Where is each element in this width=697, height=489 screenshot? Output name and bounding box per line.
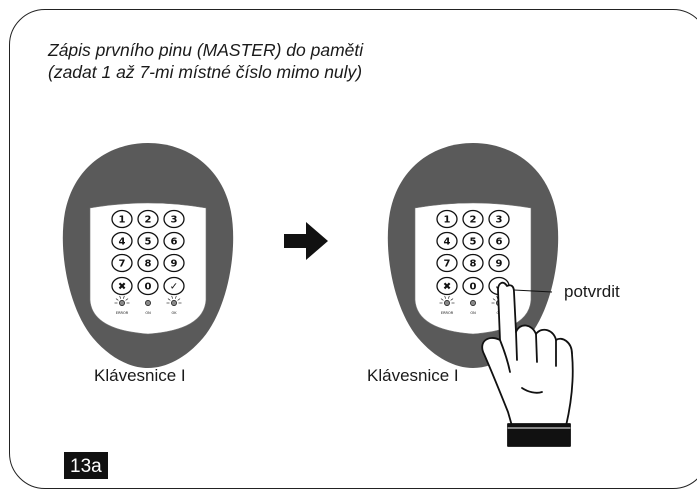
led-label: OK: [171, 311, 177, 315]
keypad-key: 2: [462, 209, 484, 229]
keypad-key: 2: [137, 209, 159, 229]
keypad-key-label: 1: [119, 215, 126, 226]
keypad-key-label: 0: [470, 282, 477, 293]
led-label: ERROR: [441, 311, 454, 315]
keypad-key-label: 5: [145, 237, 152, 248]
keypad-key: ✓: [163, 276, 185, 296]
keypad-key-label: 1: [444, 215, 451, 226]
keypad-key: ✖: [111, 276, 133, 296]
right-keypad-label: Klávesnice I: [367, 366, 459, 385]
keypad-key: 3: [488, 209, 510, 229]
keypad-left: 1 2 3 4 5 6 7 8 9 ✖ 0 ✓ ERROR ON OK: [62, 143, 234, 368]
keypad-illustration: 1 2 3 4 5 6 7 8 9 ✖ 0 ✓ ERROR ON OK 1 2 3 4 5 6 7 8 9 ✖ 0 ✓ ERROR O…: [62, 143, 574, 447]
keypad-key-label: 8: [145, 259, 152, 270]
caption-line-1: Zápis prvního pinu (MASTER) do paměti: [48, 40, 364, 60]
keypad-key-label: 9: [496, 259, 503, 270]
figure-number: 13a: [64, 452, 108, 479]
keypad-key-label: 2: [145, 215, 152, 226]
keypad-key-label: 5: [470, 237, 477, 248]
keypad-key: 3: [163, 209, 185, 229]
keypad-key-label: 4: [444, 237, 451, 248]
keypad-key-label: 3: [496, 215, 503, 226]
keypad-key-label: 7: [119, 259, 126, 270]
on-led-icon: ON: [470, 300, 476, 315]
key-grid: 1 2 3 4 5 6 7 8 9 ✖ 0 ✓ ERROR ON OK: [111, 209, 185, 315]
keypad-key-label: 2: [470, 215, 477, 226]
keypad-key: 1: [436, 209, 458, 229]
keypad-key: 6: [163, 231, 185, 251]
keypad-key: 7: [436, 253, 458, 273]
keypad-key: 5: [137, 231, 159, 251]
instruction-caption: Zápis prvního pinu (MASTER) do paměti (z…: [48, 39, 363, 83]
led-label: ON: [145, 311, 151, 315]
error-led-icon: ERROR: [439, 295, 455, 315]
keypad-key-label: ✖: [443, 282, 451, 293]
keypad-key-label: 8: [470, 259, 477, 270]
keypad-key: 7: [111, 253, 133, 273]
keypad-key: 0: [137, 276, 159, 296]
keypad-key-label: ✖: [118, 282, 126, 293]
arrow-icon: [284, 222, 328, 260]
keypad-key: ✖: [436, 276, 458, 296]
keypad-key: 6: [488, 231, 510, 251]
keypad-key: 8: [462, 253, 484, 273]
keypad-key: 0: [462, 276, 484, 296]
keypad-key: 1: [111, 209, 133, 229]
error-led-icon: ERROR: [114, 295, 130, 315]
keypad-key-label: 7: [444, 259, 451, 270]
hand-icon: [481, 281, 574, 447]
keypad-key: 5: [462, 231, 484, 251]
keypad-key-label: 4: [119, 237, 126, 248]
keypad-key-label: ✓: [170, 282, 178, 293]
caption-line-2: (zadat 1 až 7-mi místné číslo mimo nuly): [48, 62, 363, 82]
keypad-key-label: 6: [496, 237, 503, 248]
confirm-label: potvrdit: [564, 282, 620, 301]
keypad-key: 9: [163, 253, 185, 273]
confirm-leader-line: [513, 289, 553, 293]
keypad-key-label: 0: [145, 282, 152, 293]
keypad-key: 8: [137, 253, 159, 273]
on-led-icon: ON: [145, 300, 151, 315]
keypad-key: 4: [436, 231, 458, 251]
led-label: ON: [470, 311, 476, 315]
led-label: ERROR: [116, 311, 129, 315]
keypad-key-label: 9: [171, 259, 178, 270]
keypad-key: 9: [488, 253, 510, 273]
keypad-key: 4: [111, 231, 133, 251]
ok-led-icon: OK: [166, 295, 182, 315]
keypad-key-label: 6: [171, 237, 178, 248]
left-keypad-label: Klávesnice I: [94, 366, 186, 385]
keypad-key-label: 3: [171, 215, 178, 226]
